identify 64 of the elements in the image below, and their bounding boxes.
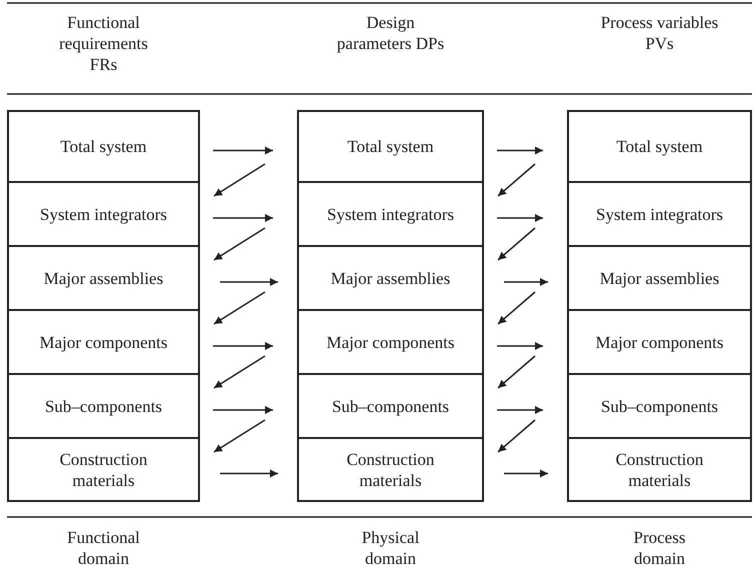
arrow <box>214 227 266 261</box>
column-header: Functional requirements FRs <box>58 12 149 75</box>
arrow <box>213 146 273 154</box>
cell-label: System integrators <box>594 204 724 224</box>
table-cell <box>567 245 752 311</box>
cell-label: Total system <box>59 136 148 157</box>
table-cell <box>567 373 752 439</box>
arrow <box>497 406 543 414</box>
cell-label: Major components <box>594 332 724 352</box>
cell-label: Total system <box>615 136 704 157</box>
arrow <box>213 214 273 222</box>
table-cell <box>567 309 752 375</box>
table-cell <box>567 181 752 247</box>
arrow <box>497 214 543 222</box>
domain-label: Process domain <box>632 527 686 569</box>
table-cell <box>297 309 484 375</box>
cell-label: Construction materials <box>614 448 704 490</box>
cell-label: Sub–components <box>600 396 720 416</box>
cell-label: System integrators <box>38 204 168 224</box>
cell-label: Sub–components <box>330 396 450 416</box>
table-cell <box>7 309 200 375</box>
cell-label: Major components <box>326 332 456 352</box>
arrow <box>504 278 548 286</box>
arrow <box>214 163 266 197</box>
cell-label: Construction materials <box>346 448 436 490</box>
table-cell <box>7 437 200 502</box>
table-cell <box>7 110 200 183</box>
table-cell <box>297 110 484 183</box>
table-cell <box>297 373 484 439</box>
table-cell <box>297 181 484 247</box>
cell-label: Major assemblies <box>330 268 452 288</box>
arrow <box>504 470 548 478</box>
domain-label: Functional domain <box>66 527 141 569</box>
arrow <box>214 419 266 453</box>
table-cell <box>567 437 752 502</box>
arrow <box>220 278 278 286</box>
cell-label: Major assemblies <box>598 268 720 288</box>
table-cell <box>567 110 752 183</box>
domain-label: Physical domain <box>360 527 420 569</box>
arrow <box>498 291 536 325</box>
arrow <box>214 291 266 325</box>
arrow <box>213 406 273 414</box>
arrow <box>213 342 273 350</box>
cell-label: Total system <box>346 136 435 157</box>
arrow <box>497 342 543 350</box>
column-header: Design parameters DPs <box>336 12 446 54</box>
cell-label: Major components <box>38 332 168 352</box>
cell-label: Major assemblies <box>42 268 164 288</box>
table-cell <box>297 245 484 311</box>
cell-label: Sub–components <box>44 396 164 416</box>
cell-label: System integrators <box>326 204 455 224</box>
arrow <box>220 470 278 478</box>
arrow <box>214 355 266 389</box>
arrow <box>498 355 536 389</box>
cell-label: Construction materials <box>58 448 148 490</box>
table-cell <box>7 373 200 439</box>
table-cell <box>7 245 200 311</box>
arrow <box>498 163 536 197</box>
table-cell <box>297 437 484 502</box>
arrow <box>498 419 536 453</box>
arrow <box>498 227 536 261</box>
table-cell <box>7 181 200 247</box>
arrow <box>497 146 543 154</box>
column-header: Process variables PVs <box>600 12 720 54</box>
